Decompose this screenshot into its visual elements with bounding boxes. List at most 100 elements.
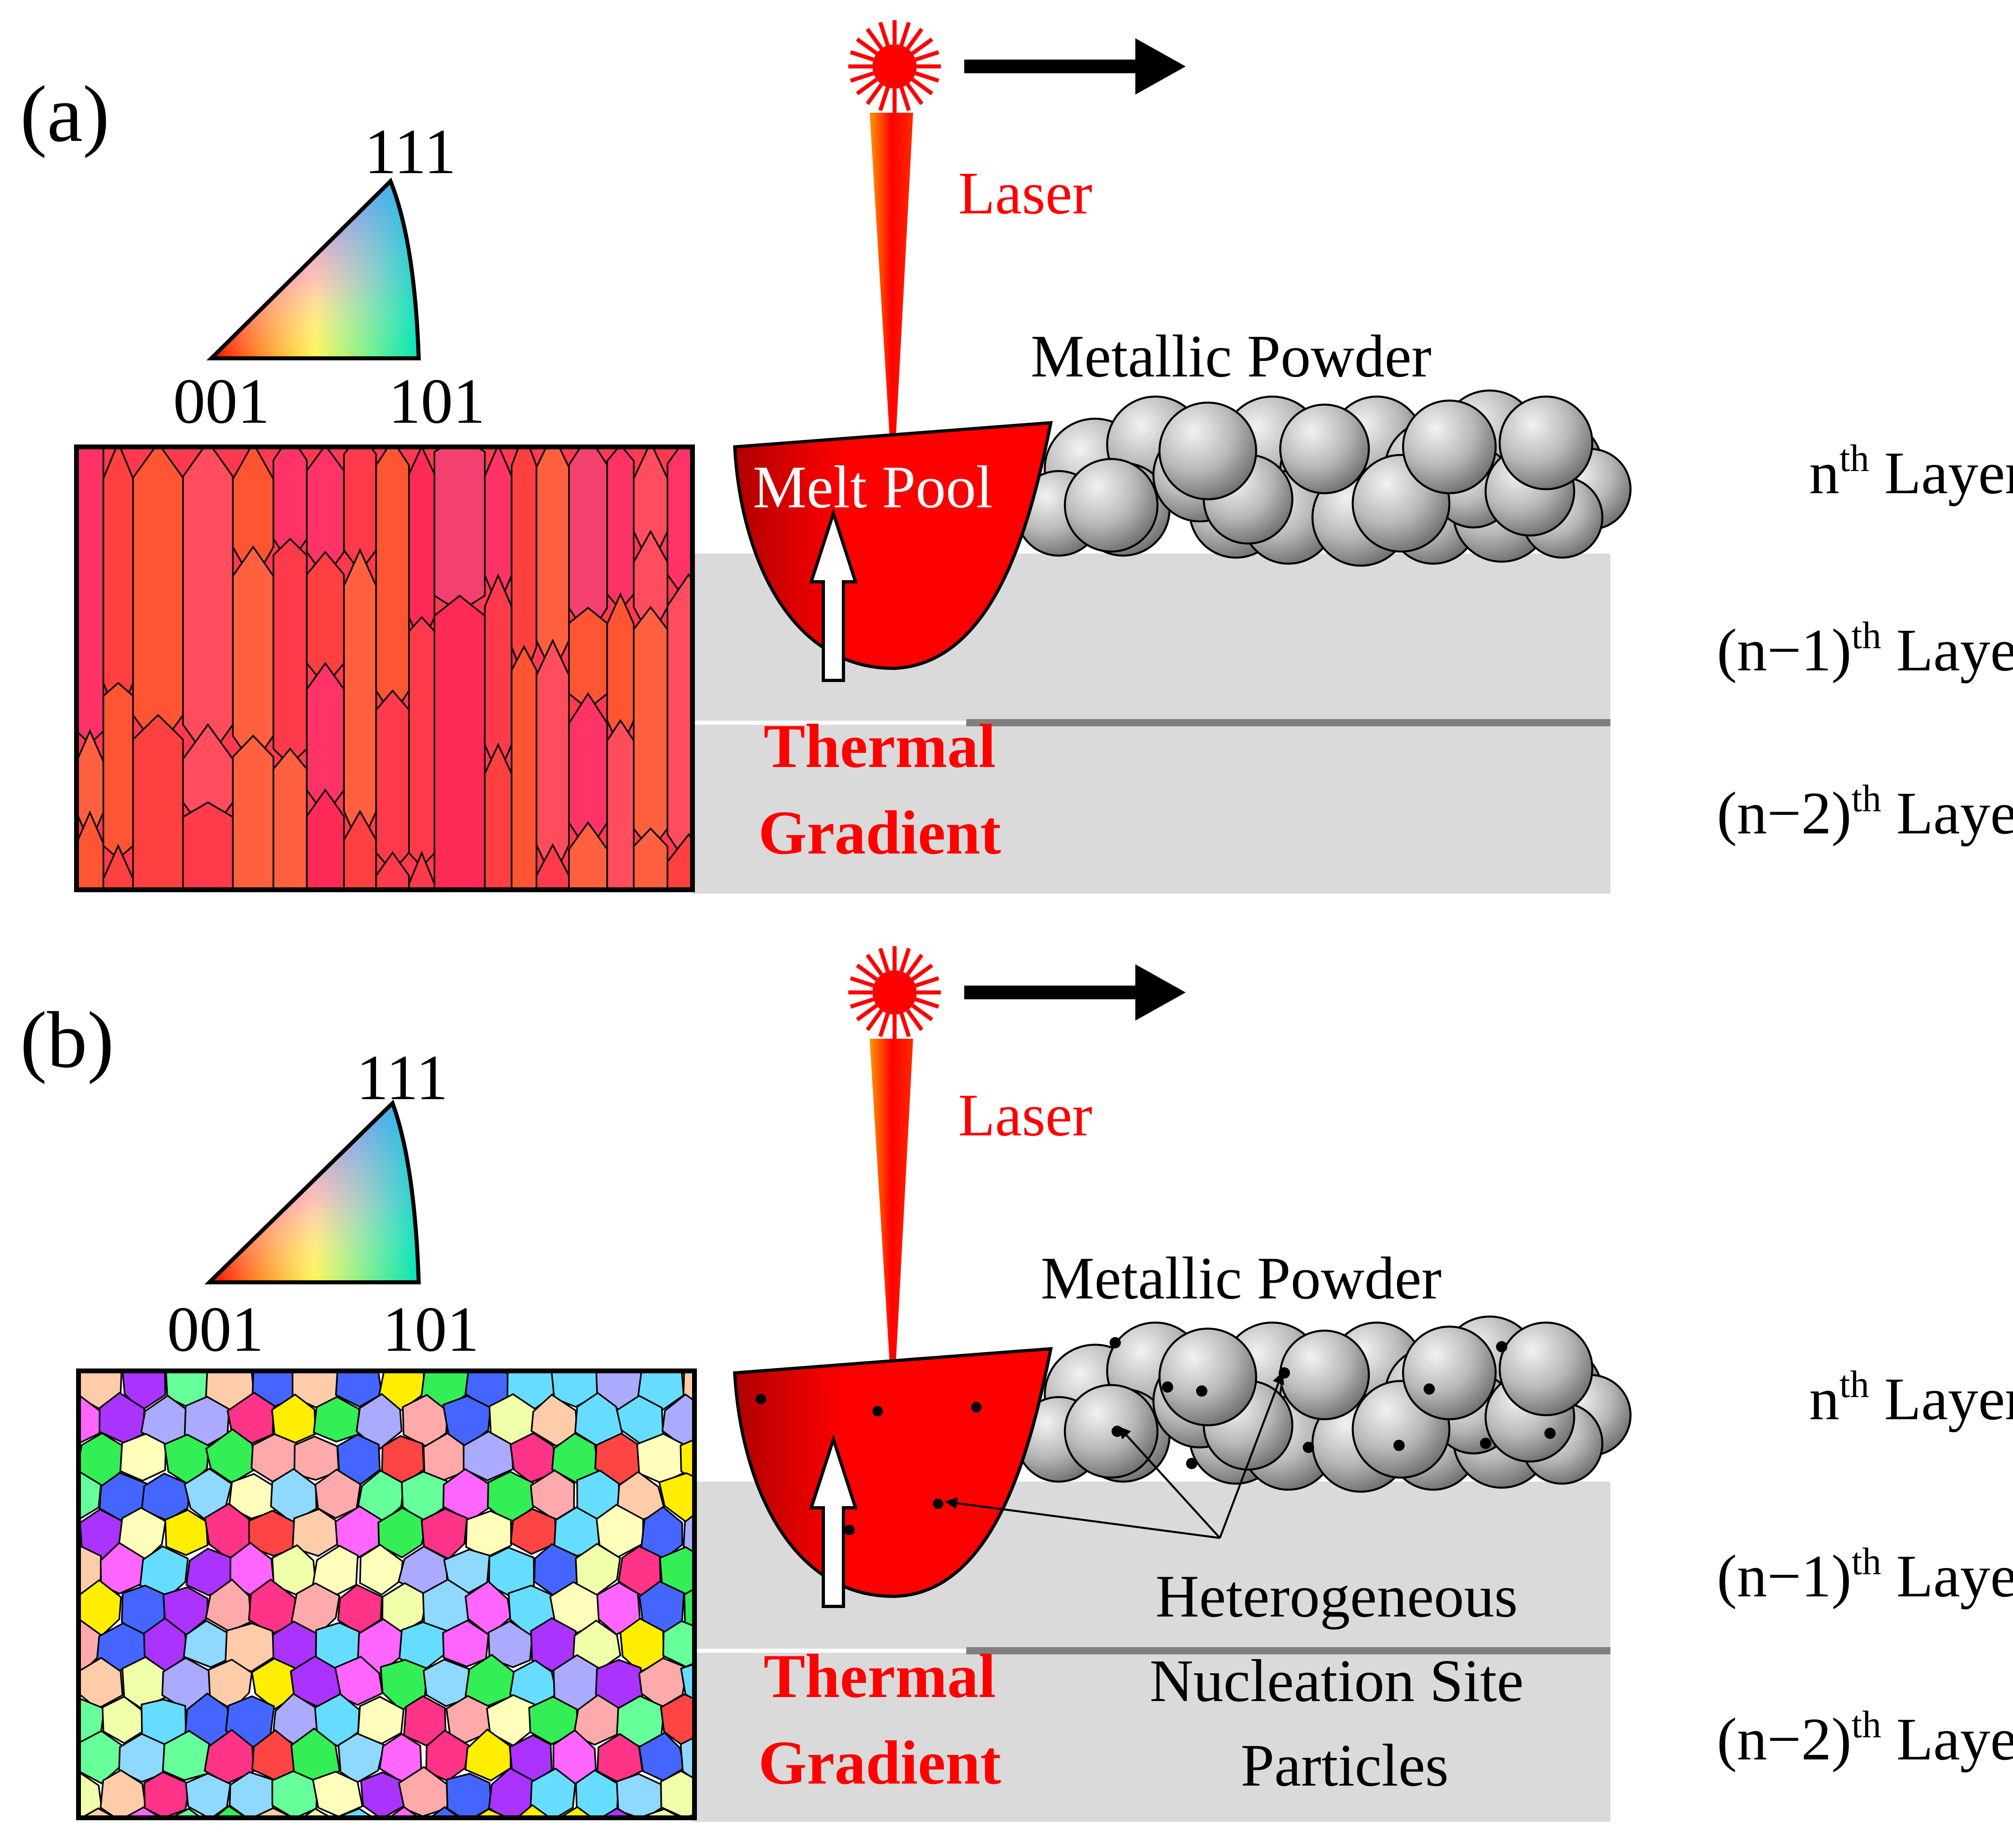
nucleation-particle (1112, 1426, 1123, 1437)
layer-n-2-label: (n−2)th Layer (1717, 777, 2013, 847)
laser-ray (906, 954, 924, 976)
laser-ray (899, 1013, 911, 1037)
grain (606, 447, 635, 612)
grain (15, 1473, 58, 1519)
grain (36, 1807, 79, 1848)
laser-ray (906, 83, 924, 105)
laser-ray (915, 976, 939, 988)
nucleation-particle (1544, 1428, 1556, 1439)
grain (79, 1595, 82, 1622)
laser-beam (870, 1039, 913, 1365)
melt-pool-label: Melt Pool (753, 454, 993, 521)
grain (79, 1667, 81, 1696)
grain (683, 1588, 694, 1630)
grain (510, 447, 537, 683)
thermal-gradient-arrow-icon (809, 508, 858, 682)
laser-ray (878, 87, 890, 111)
grain (334, 1656, 384, 1706)
grain (683, 1513, 694, 1556)
grain (102, 682, 134, 860)
powder-label: Metallic Powder (1031, 323, 1432, 390)
grain (273, 1318, 317, 1368)
grain (11, 1769, 56, 1819)
laser-ray (850, 71, 874, 83)
grain (408, 447, 436, 647)
grain (314, 1468, 362, 1519)
layer-n-label: nth Layer (1809, 1363, 2013, 1433)
laser-ray (915, 50, 939, 62)
panel-a: (a) 111 001 101 Laser Metallic Powder Me… (20, 20, 2013, 894)
ipf-101-label: 101 (382, 1293, 479, 1365)
ipf-001-label: 001 (173, 365, 270, 437)
powder-particle (1402, 1325, 1497, 1420)
nucleation-particle (1186, 1458, 1197, 1469)
grain (213, 1805, 248, 1818)
laser-beam (870, 113, 913, 439)
grain (530, 1617, 577, 1672)
powder-particle (1498, 1321, 1593, 1416)
grain (12, 1696, 58, 1746)
nucleation-particle (1424, 1383, 1435, 1395)
grain (273, 747, 308, 890)
grain (617, 1319, 663, 1369)
grain (359, 1544, 404, 1596)
grain (434, 447, 486, 613)
grain (488, 1320, 534, 1369)
grain (14, 1619, 60, 1669)
thermal-label-1: Thermal (764, 1641, 996, 1711)
grain (666, 833, 692, 890)
grain (375, 447, 410, 717)
nucleation-particle (1393, 1440, 1405, 1451)
grain (633, 606, 668, 852)
panel-label: (b) (20, 996, 114, 1085)
powder-particle (1279, 403, 1370, 494)
grain (535, 447, 570, 676)
laser-ray (878, 948, 890, 972)
grain (428, 1806, 461, 1818)
grain (408, 616, 436, 868)
columnar-grains (76, 447, 692, 890)
laser-ray (899, 22, 911, 46)
nucleation-particle (1162, 1381, 1173, 1393)
laser-ray (906, 28, 924, 50)
nucleation-label-2: Nucleation Site (1150, 1647, 1524, 1714)
powder-particle (1064, 458, 1159, 553)
laser-ray (856, 1004, 878, 1021)
grain (403, 1695, 447, 1747)
laser-ray (866, 28, 883, 50)
grain (79, 1741, 82, 1775)
grain (530, 1393, 578, 1447)
grain (680, 1736, 694, 1780)
powder-particle (1158, 401, 1257, 500)
nucleation-particle (1303, 1442, 1314, 1453)
laser-ray (850, 997, 874, 1009)
layer-n-2-label: (n−2)th Layer (1717, 1703, 2013, 1773)
equiaxed-grains (11, 1318, 694, 1848)
thermal-label-2: Gradient (758, 798, 1001, 867)
laser-ray (906, 1009, 924, 1031)
nucleation-label-1: Heterogeneous (1155, 1563, 1518, 1630)
grain (13, 1545, 57, 1598)
laser-ray (856, 963, 878, 981)
laser-ray (850, 976, 874, 988)
powder-particle (1279, 1329, 1370, 1420)
grain (76, 447, 104, 745)
grain (102, 447, 134, 721)
nucleation-label-3: Particles (1241, 1732, 1449, 1799)
laser-source-icon (848, 20, 941, 113)
ipf-001-label: 001 (167, 1293, 264, 1365)
laser-ray (899, 87, 911, 111)
layer-n-label: nth Layer (1809, 437, 2013, 506)
grain (80, 1371, 83, 1372)
laser-ray (915, 997, 939, 1009)
grain (593, 1371, 599, 1373)
laser-ray (850, 50, 874, 62)
grain (446, 1773, 492, 1818)
laser-ray (911, 963, 933, 981)
laser-ray (856, 37, 878, 55)
scan-direction-arrow-icon (964, 964, 1186, 1021)
grain (555, 1371, 558, 1372)
grain (232, 734, 275, 890)
laser-ray (866, 1009, 883, 1031)
ipf-triangle-icon (204, 1100, 421, 1284)
